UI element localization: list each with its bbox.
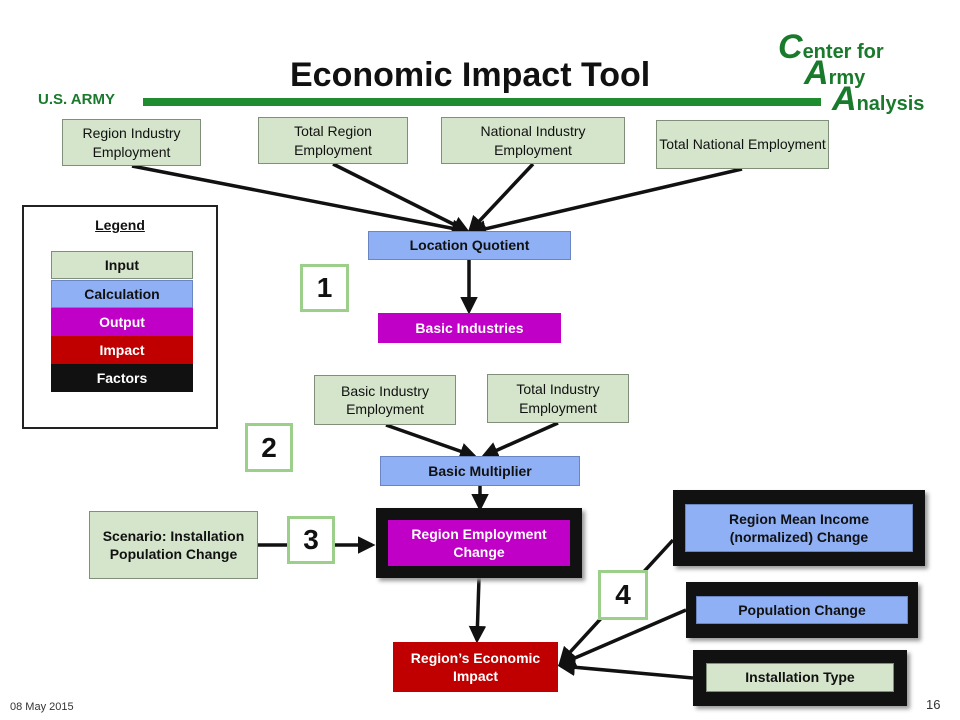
- footer-date: 08 May 2015: [10, 701, 74, 713]
- arrow-national-industry-to-lq: [467, 162, 535, 234]
- page-title: Economic Impact Tool: [290, 56, 651, 94]
- legend-item-factors: Factors: [51, 364, 193, 392]
- arrow-total-emp-to-multiplier: [480, 421, 559, 459]
- arrow-basic-emp-to-multiplier: [385, 423, 478, 460]
- legend: Legend Input Calculation Output Impact F…: [22, 205, 218, 429]
- legend-title: Legend: [95, 217, 145, 233]
- input-total-industry-employment: Total Industry Employment: [487, 374, 629, 423]
- page-number: 16: [926, 697, 941, 712]
- calc-location-quotient: Location Quotient: [368, 231, 571, 260]
- logo-line-3: Analysis: [832, 80, 925, 118]
- output-region-employment-change: Region Employment Change: [388, 520, 570, 566]
- legend-item-input: Input: [51, 251, 193, 279]
- input-scenario: Scenario: Installation Population Change: [89, 511, 258, 579]
- input-total-region-employment: Total Region Employment: [258, 117, 408, 164]
- input-installation-type: Installation Type: [706, 663, 894, 692]
- step-number-2: 2: [245, 423, 293, 472]
- input-national-industry-employment: National Industry Employment: [441, 117, 625, 164]
- header-divider: [143, 98, 821, 106]
- calc-region-mean-income-change: Region Mean Income (normalized) Change: [685, 504, 913, 552]
- arrow-total-region-to-lq: [332, 162, 471, 233]
- logo-line-1: Center for: [778, 28, 884, 66]
- input-total-national-employment: Total National Employment: [656, 120, 829, 169]
- arrow-employment-change-to-impact: [468, 577, 487, 644]
- calc-basic-multiplier: Basic Multiplier: [380, 456, 580, 486]
- input-basic-industry-employment: Basic Industry Employment: [314, 375, 456, 425]
- arrow-region-industry-to-lq: [131, 164, 470, 237]
- logo-line-2: Army: [804, 54, 866, 92]
- output-basic-industries: Basic Industries: [378, 313, 561, 343]
- arrow-population-to-impact: [557, 608, 687, 667]
- legend-item-impact: Impact: [51, 336, 193, 364]
- arrow-total-national-to-lq: [468, 167, 743, 238]
- legend-item-output: Output: [51, 308, 193, 336]
- impact-regions-economic-impact: Region’s Economic Impact: [393, 642, 558, 692]
- step-number-1: 1: [300, 264, 349, 312]
- us-army-label: U.S. ARMY: [38, 91, 115, 108]
- step-number-4: 4: [598, 570, 648, 620]
- input-region-industry-employment: Region Industry Employment: [62, 119, 201, 166]
- legend-item-calculation: Calculation: [51, 280, 193, 308]
- arrow-installation-to-impact: [557, 658, 694, 680]
- step-number-3: 3: [287, 516, 335, 564]
- calc-population-change: Population Change: [696, 596, 908, 624]
